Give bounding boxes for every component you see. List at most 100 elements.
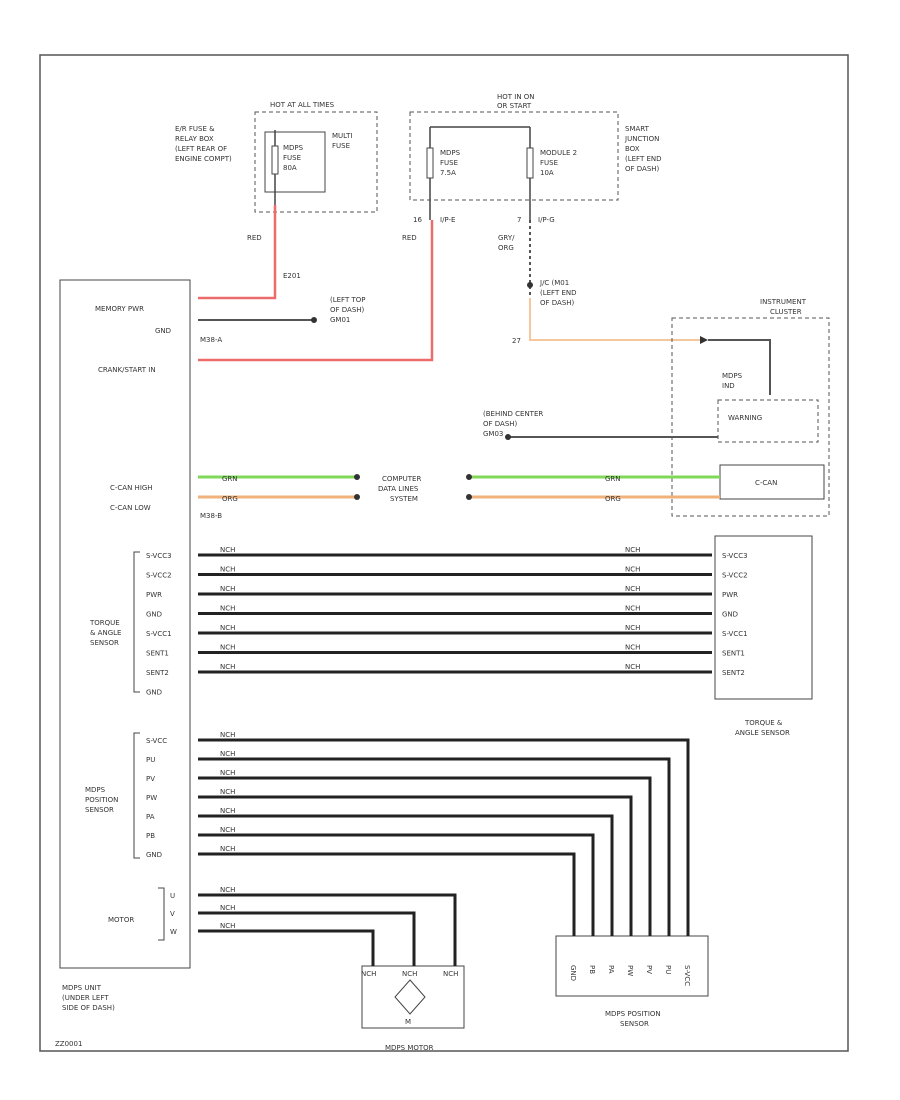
computer-data-lines-system: COMPUTER DATA LINES SYSTEM [378,475,424,503]
multi-fuse-label: MULTI FUSE [332,132,355,150]
mdps-unit-title: MDPS UNIT (UNDER LEFT SIDE OF DASH) [62,984,115,1012]
ip-g-connector: I/P-G [538,216,555,224]
torque-sensor-pin-label: SENT1 [722,650,745,658]
mdps-torque-pin-label: S-VCC2 [146,572,172,580]
position-sensor-pin-label: PW [626,965,634,976]
smart-junction-box-location: SMART JUNCTION BOX (LEFT END OF DASH) [624,125,664,173]
torque-sensor-pin-label: GND [722,611,738,619]
torque-wire-color-label: NCH [625,663,640,671]
e201-connector: E201 [283,272,301,280]
motor-wire-label: NCH [402,970,417,978]
er-fuse-box-location: E/R FUSE & RELAY BOX (LEFT REAR OF ENGIN… [175,125,232,163]
hot-in-on-label: HOT IN ON [497,93,535,101]
mdps-motor-pin-label: U [170,892,175,900]
mdps-c-can-high: C-CAN HIGH [110,484,153,492]
module2-fuse-10a: MODULE 2 FUSE 10A [540,149,579,177]
position-wire-color-label: NCH [220,769,235,777]
mdps-position-pin-label: PW [146,794,157,802]
mdps-unit: MEMORY PWR GND M38-A CRANK/START IN C-CA… [59,279,222,1012]
motor-wire-color-label: NCH [220,922,235,930]
position-sensor-pin-label: PU [664,965,672,974]
can-bus-wires: GRN ORG GRN ORG COMPUTER DATA LINES SYST… [198,474,672,503]
group-position-label: MDPS POSITION SENSOR [85,786,121,814]
mdps-position-pin-label: PA [146,813,155,821]
instrument-cluster-title: INSTRUMENT CLUSTER [760,298,808,316]
torque-sensor-pin-label: SENT2 [722,669,745,677]
mdps-position-pin-label: PV [146,775,155,783]
motor-wire [198,911,416,966]
mdps-motor: M MDPS MOTOR [361,965,465,1052]
position-wire [198,738,690,936]
fuse-box-left: HOT AT ALL TIMES E/R FUSE & RELAY BOX (L… [175,101,378,213]
mdps-ind-label: MDPS IND [722,372,744,390]
position-wire [198,814,614,936]
torque-wire-color-label: NCH [625,605,640,613]
torque-sensor-title: TORQUE & ANGLE SENSOR [735,719,790,737]
position-wire-color-label: NCH [220,731,235,739]
mdps-position-pin-label: S-VCC [146,737,167,745]
warning-label: WARNING [728,414,762,422]
torque-wire-color-label: NCH [625,546,640,554]
motor-wire-label: NCH [361,970,376,978]
wire-red-1: RED [247,234,262,242]
diagram-frame [39,54,849,1052]
instrument-cluster: INSTRUMENT CLUSTER MDPS IND WARNING C-CA… [671,298,830,517]
mdps-crank-start-in: CRANK/START IN [98,366,156,374]
position-wire [198,795,633,936]
mdps-fuse-80a: MDPS FUSE 80A [283,144,305,172]
motor-wire [198,929,375,966]
ground-gm03-location: (BEHIND CENTER OF DASH) GM03 [483,410,545,438]
motor-title: MDPS MOTOR [385,1044,434,1052]
position-sensor-pin-label: GND [569,965,577,981]
position-wire-color-label: NCH [220,788,235,796]
wire-grn-1: GRN [222,475,238,483]
mdps-memory-pwr: MEMORY PWR [95,305,144,313]
torque-sensor-pin-label: PWR [722,591,738,599]
position-wire-color-label: NCH [220,750,235,758]
pin-7: 7 [517,216,521,224]
mdps-torque-pin-label: SENT2 [146,669,169,677]
wire-gry-org: GRY/ ORG [498,234,517,252]
motor-wire-color-label: NCH [220,904,235,912]
mdps-fuse-7-5a: MDPS FUSE 7.5A [440,149,462,177]
torque-wire-color-label: NCH [220,566,235,574]
mdps-position-pin-label: GND [146,851,162,859]
position-wire-color-label: NCH [220,826,235,834]
mdps-motor-pin-label: W [170,928,177,936]
mdps-position-pin-label: PB [146,832,155,840]
wire-org-1: ORG [222,495,238,503]
torque-wire-color-label: NCH [220,644,235,652]
m38-b-connector: M38-B [200,512,222,520]
position-wire [198,776,652,936]
torque-wire-color-label: NCH [625,624,640,632]
m38-a-connector: M38-A [200,336,222,344]
torque-wire-color-label: NCH [220,585,235,593]
torque-wire-color-label: NCH [220,663,235,671]
position-wire-color-label: NCH [220,845,235,853]
mdps-c-can-low: C-CAN LOW [110,504,151,512]
group-motor-label: MOTOR [108,916,134,924]
mdps-torque-pin-label: GND [146,611,162,619]
wire-org-2: ORG [605,495,621,503]
position-wire [198,852,576,936]
motor-wire-label: NCH [443,970,458,978]
torque-wire-color-label: NCH [625,644,640,652]
position-wire [198,757,671,936]
wire-red-2: RED [402,234,417,242]
ground-wires: (LEFT TOP OF DASH) GM01 (BEHIND CENTER O… [198,296,672,440]
torque-wire-color-label: NCH [220,546,235,554]
fuse-box-right: HOT IN ON OR START MDPS FUSE 7.5A MODULE… [409,93,664,224]
footer-code: ZZ0001 [55,1040,82,1048]
torque-wire-color-label: NCH [625,566,640,574]
torque-sensor-pin-label: S-VCC2 [722,572,748,580]
mdps-position-pin-label: PU [146,756,155,764]
position-sensor-wires: NCH NCH NCH NCH NCH NCH NCH [198,731,690,936]
mdps-torque-pin-label: PWR [146,591,162,599]
mdps-torque-pin-label: S-VCC3 [146,552,172,560]
torque-sensor-pin-label: S-VCC1 [722,630,748,638]
